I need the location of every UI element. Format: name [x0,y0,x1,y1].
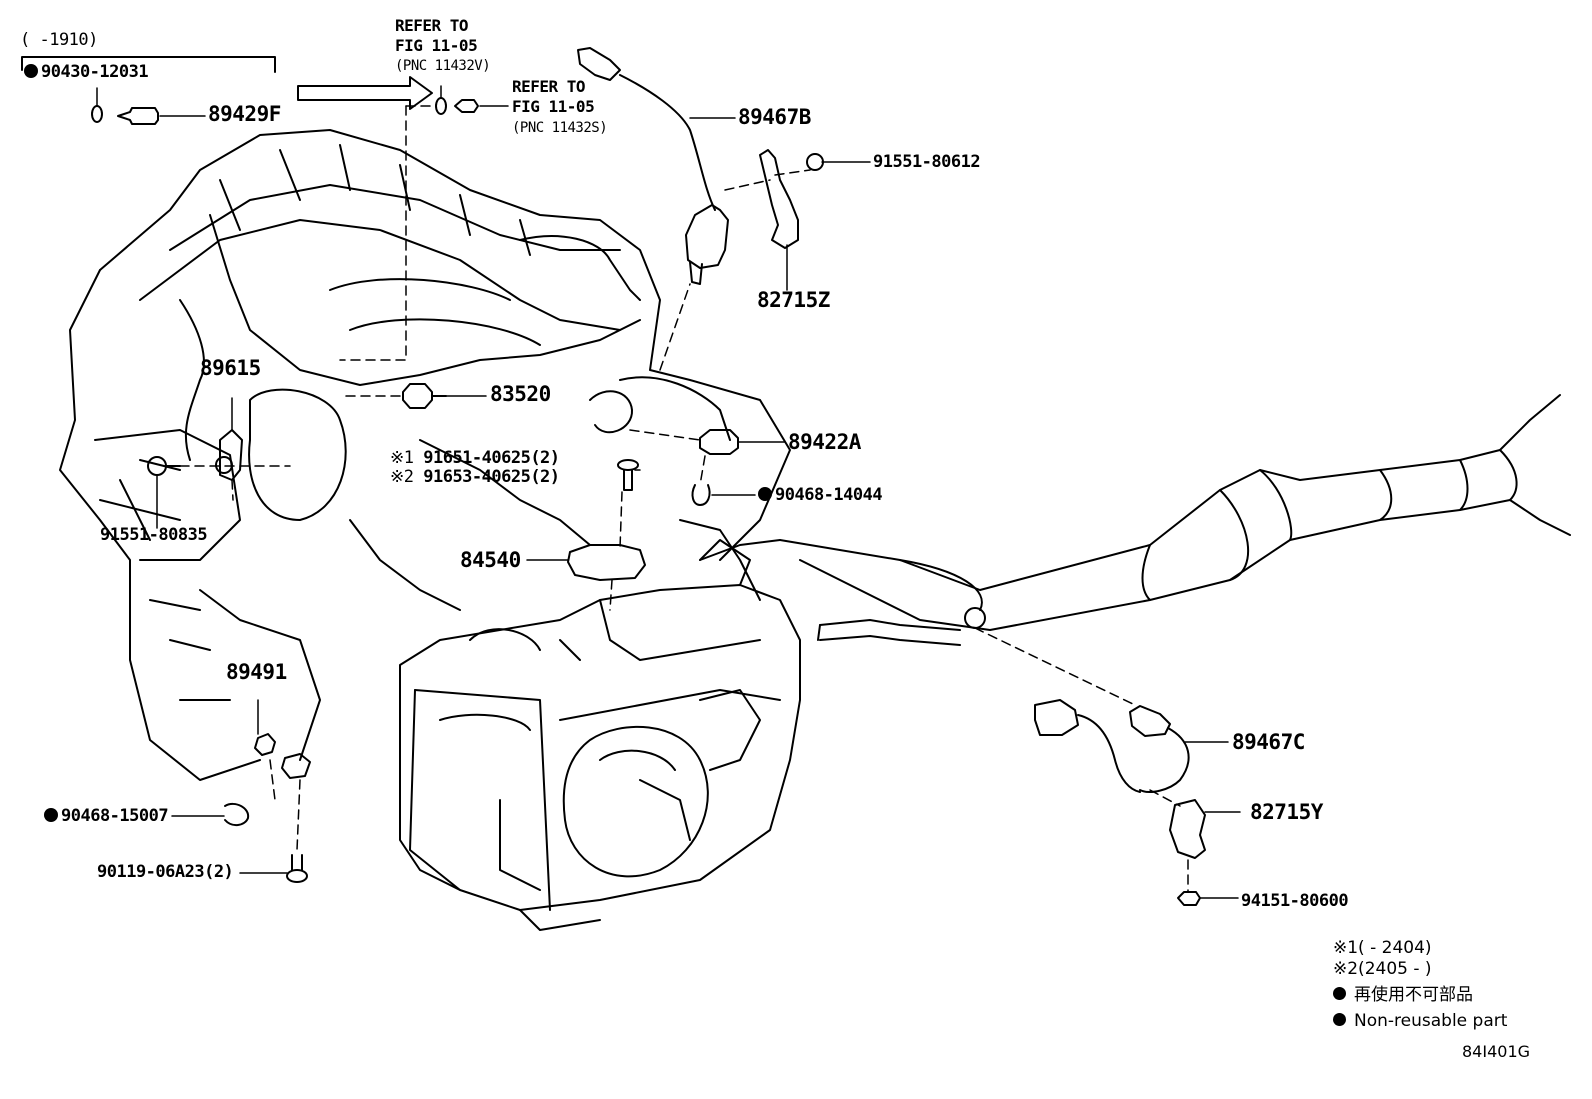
part-90468-14044: 90468-14044 [758,487,883,504]
part-90119-06a23: 90119-06A23(2) [97,862,234,882]
legend-note-2: ※2(2405 - ) [1333,959,1432,979]
mark-2: ※2 [390,467,414,487]
part-89615: 89615 [200,356,261,380]
refer-11432s-line3: (PNC 11432S) [512,120,608,136]
part-90468-15007: 90468-15007 [44,808,169,825]
part-89429f: 89429F [208,102,281,126]
refer-arrow [297,76,433,110]
mark-1: ※1 [390,448,414,468]
part-91551-80612: 91551-80612 [873,152,981,172]
range-bracket [21,56,276,73]
leader-lines [96,85,1241,899]
refer-11432s-line1: REFER TO [512,77,586,96]
part-91653-40625: ※2 91653-40625(2) [390,467,560,487]
refer-11432v-line1: REFER TO [395,16,469,35]
refer-11432s-line2: FIG 11-05 [512,97,595,116]
part-89491: 89491 [226,660,287,684]
refer-11432v-line2: FIG 11-05 [395,36,478,55]
part-94151-80600: 94151-80600 [1241,891,1349,911]
part-89467b: 89467B [738,105,811,129]
part-84540: 84540 [460,548,521,572]
non-reusable-dot-icon [24,64,38,78]
part-91651-40625: ※1 91651-40625(2) [390,448,560,468]
part-82715z: 82715Z [757,288,830,312]
small-parts [91,47,1206,906]
non-reusable-dot-icon [44,808,58,822]
refer-11432v-line3: (PNC 11432V) [395,58,491,74]
part-89422a: 89422A [788,430,861,454]
figure-code: 84I401G [1462,1042,1531,1061]
legend-non-reusable-en: Non-reusable part [1333,1013,1507,1030]
non-reusable-dot-icon [1333,1013,1346,1026]
legend-note-1: ※1( - 2404) [1333,938,1432,958]
part-89467c: 89467C [1232,730,1305,754]
part-91551-80835: 91551-80835 [100,525,208,545]
dashed-guides [179,105,1189,893]
exhaust-outline [699,394,1571,646]
non-reusable-dot-icon [758,487,772,501]
part-90430-12031: 90430-12031 [24,64,149,81]
transmission-outline [399,539,801,931]
range-note: ( -1910) [20,30,98,50]
non-reusable-dot-icon [1333,987,1346,1000]
part-83520: 83520 [490,382,551,406]
legend-non-reusable-jp: 再使用不可部品 [1333,987,1473,1004]
part-82715y: 82715Y [1250,800,1323,824]
engine-outline [59,129,791,781]
